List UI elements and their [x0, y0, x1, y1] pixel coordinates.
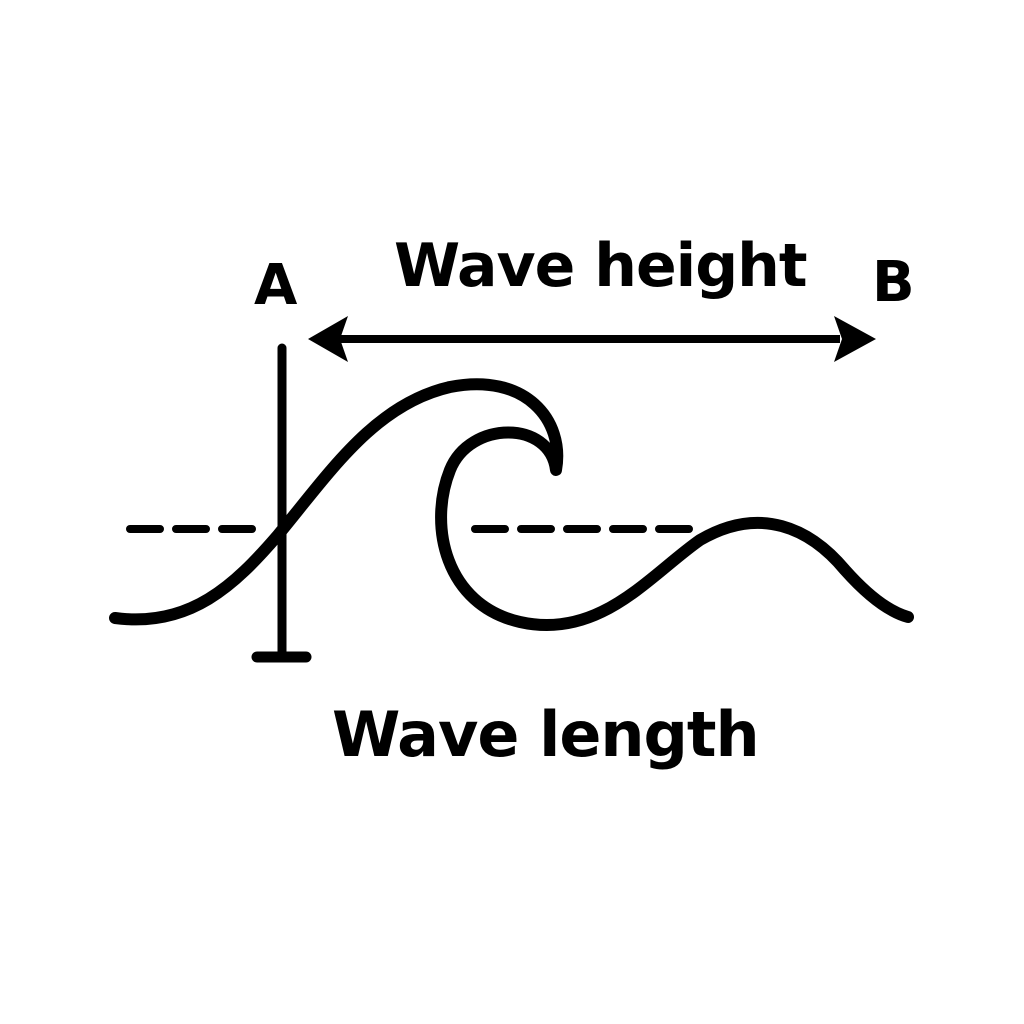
breaking-wave-curve: [109, 378, 914, 632]
arrow-head-left: [308, 316, 348, 362]
point-b-label: B: [872, 250, 915, 315]
top-label: Wave height: [394, 231, 808, 301]
arrow-head-right: [834, 316, 876, 362]
point-a-label: A: [254, 253, 298, 318]
bottom-label: Wave length: [332, 698, 760, 771]
